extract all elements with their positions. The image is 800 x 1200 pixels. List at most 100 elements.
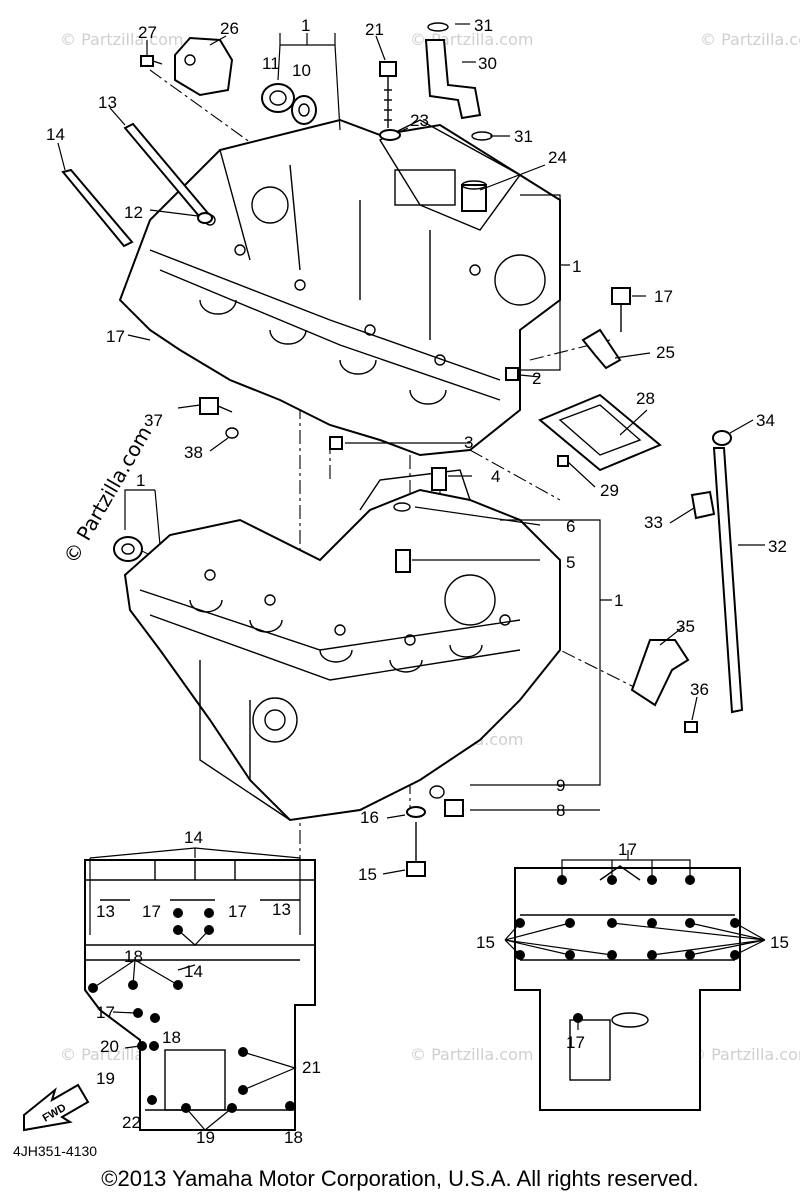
inset-callout-13: 13 [272,900,291,919]
callout-31: 31 [474,16,493,35]
callout-6: 6 [566,517,575,536]
callout-2: 2 [532,369,541,388]
inset-callout-18: 18 [124,947,143,966]
callout-23: 23 [410,111,429,130]
inset-callout-18: 18 [162,1028,181,1047]
callout-10: 10 [292,61,311,80]
part-5-sleeve [395,549,411,573]
callout-13: 13 [98,93,117,112]
callout-35: 35 [676,617,695,636]
part-26-cover [174,36,234,97]
inset-right-top-view [504,850,766,1111]
callout-15: 15 [358,865,377,884]
part-9-gasket [429,785,445,799]
part-24-breather [461,180,487,212]
callout-4: 4 [491,467,500,486]
callout-33: 33 [644,513,663,532]
part-33-clamp [690,490,716,520]
callout-24: 24 [548,148,567,167]
watermark: © Partzilla.com [700,30,800,49]
part-17-bolt-right [611,287,631,332]
inset-left-bottom-view [84,847,316,1131]
inset-callout-17: 17 [228,902,247,921]
part-8-drain-plug [444,799,464,817]
part-29-screw [557,455,569,467]
callout-14: 14 [46,125,65,144]
inset-callout-15: 15 [770,933,789,952]
callout-31: 31 [514,127,533,146]
part-32-hose [712,447,744,714]
callout-25: 25 [656,343,675,362]
callout-1: 1 [614,591,623,610]
inset-callout-20: 20 [100,1037,119,1056]
inset-callout-15: 15 [476,933,495,952]
part-6-oring [393,502,411,512]
part-30-hose [424,39,482,120]
part-27-bolt [140,55,163,67]
inset-left-labels: 14 13 17 17 13 18 14 17 18 20 19 21 22 1… [96,828,321,1147]
callout-5: 5 [566,553,575,572]
callout-11: 11 [262,54,280,73]
part-28-cover-plate [538,393,662,472]
callout-28: 28 [636,389,655,408]
upper-crankcase [118,118,561,457]
part-16-washer [406,806,426,818]
inset-callout-22: 22 [122,1113,141,1132]
callout-37: 37 [144,411,163,430]
callout-labels: 1 27 26 11 10 21 31 30 23 31 24 13 14 12… [46,16,787,884]
watermark: © Partzilla.com [410,1045,533,1064]
inset-callout-21: 21 [302,1058,321,1077]
part-36-bolt [684,721,698,733]
callout-29: 29 [600,481,619,500]
inset-right-labels: 17 15 15 17 [476,840,789,1052]
part-2-plug [505,367,519,381]
part-21-bolt [379,61,397,128]
copyright-notice: ©2013 Yamaha Motor Corporation, U.S.A. A… [101,1166,699,1191]
inset-callout-14: 14 [184,828,203,847]
part-12-dowel [197,212,213,224]
inset-callout-19: 19 [96,1069,115,1088]
watermark: © Partzilla.com [60,30,183,49]
part-35-bracket [630,639,690,707]
callout-17: 17 [654,287,673,306]
callout-16: 16 [360,808,379,827]
part-15-bolt [406,822,426,877]
inset-callout-17: 17 [566,1033,585,1052]
part-3-plug [329,436,343,450]
callout-26: 26 [220,19,239,38]
part-14-stud [61,168,134,248]
inset-callout-17: 17 [96,1003,115,1022]
part-11-bearing [261,83,295,113]
callout-32: 32 [768,537,787,556]
callout-12: 12 [124,203,143,222]
callout-8: 8 [556,801,565,820]
part-38-oring [225,427,239,439]
inset-callout-19: 19 [196,1128,215,1147]
leader-lines [57,23,765,875]
callout-9: 9 [556,776,565,795]
part-10-seal [291,95,317,125]
part-4-sleeve [431,467,447,491]
inset-callout-17: 17 [142,902,161,921]
inset-callout-14: 14 [184,962,203,981]
part-1-bearing-left [113,536,143,562]
callout-1: 1 [572,257,581,276]
part-23-washer [379,129,401,141]
fwd-arrow-icon: FWD [23,1083,90,1132]
callout-1: 1 [136,471,145,490]
callout-36: 36 [690,680,709,699]
part-34-clamp [712,430,732,446]
callout-3: 3 [464,433,473,452]
inset-callout-13: 13 [96,902,115,921]
part-25-bracket [581,328,622,370]
callout-27: 27 [138,23,157,42]
callout-1: 1 [301,16,310,35]
callout-30: 30 [478,54,497,73]
part-37-sensor [199,397,233,415]
callout-34: 34 [756,411,775,430]
inset-callout-18: 18 [284,1128,303,1147]
callout-38: 38 [184,443,203,462]
inset-callout-17: 17 [618,840,637,859]
callout-17: 17 [106,327,125,346]
